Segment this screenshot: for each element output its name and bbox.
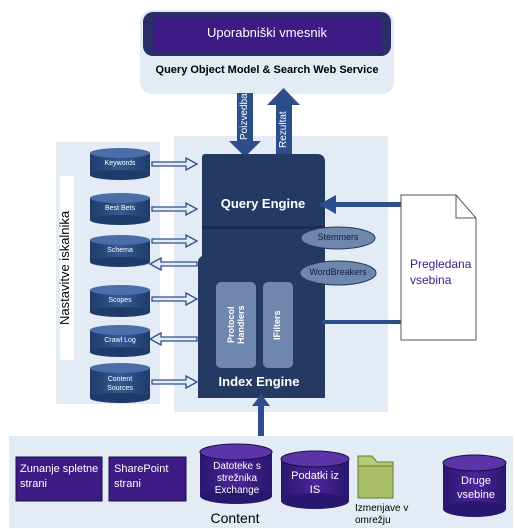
source-box-1 xyxy=(15,456,103,502)
admin-cylinders xyxy=(90,148,150,403)
source-label-6: Druge vsebine xyxy=(457,475,495,501)
ui-label: Uporabniški vmesnik xyxy=(207,25,327,40)
service-label: Query Object Model & Search Web Service xyxy=(155,64,379,76)
source-box-2 xyxy=(108,456,187,502)
crawled-label: Pregledana vsebina xyxy=(410,257,472,287)
wordbreakers-label: WordBreakers xyxy=(309,267,367,277)
query-arrow-label: Poizvedba xyxy=(239,93,250,140)
protocol-handlers-box xyxy=(216,282,256,368)
source-folder-5 xyxy=(357,455,394,499)
store-crawllog-label: Crawl Log xyxy=(104,337,136,344)
stemmers-ellipse xyxy=(300,226,376,250)
store-schema-label: Schema xyxy=(107,247,133,254)
source-label-4: Podatki iz IS xyxy=(291,470,339,496)
store-contentsources-label: Content Sources xyxy=(107,376,133,392)
crawled-document xyxy=(400,194,477,341)
content-to-index-arrow xyxy=(252,394,270,444)
query-engine-label: Query Engine xyxy=(220,196,306,211)
source-cylinder-4 xyxy=(280,450,350,509)
store-keywords-label: Keywords xyxy=(104,160,136,167)
index-engine-label: Index Engine xyxy=(218,374,300,389)
source-label-3: Datoteke s strežnika Exchange xyxy=(213,461,261,496)
ui-inner xyxy=(153,17,381,51)
protocol-handlers-label: Protocol Handlers xyxy=(226,305,246,345)
source-cylinder-6 xyxy=(442,454,507,517)
ifilters-box xyxy=(263,282,293,368)
ifilters-label: IFilters xyxy=(272,310,282,340)
source-label-5: Izmenjave v omrežju xyxy=(355,503,409,526)
query-arrow xyxy=(229,93,261,157)
stemmers-label: Stemmers xyxy=(317,232,359,242)
wordbreakers-ellipse xyxy=(299,260,377,286)
ui-box: Uporabniški vmesnik xyxy=(143,12,391,56)
crawled-to-query-arrow xyxy=(319,195,418,214)
source-label-2: SharePoint strani xyxy=(114,463,169,490)
admin-title-strip xyxy=(60,176,74,360)
result-arrow-label: Rezultat xyxy=(278,111,289,149)
store-scopes-label: Scopes xyxy=(108,297,132,304)
cylinder-arrows xyxy=(148,156,199,390)
content-title: Content xyxy=(210,510,260,526)
result-arrow xyxy=(267,88,300,155)
source-label-1: Zunanje spletne strani xyxy=(20,463,99,490)
store-bestbets-label: Best Bets xyxy=(105,205,135,212)
source-cylinder-3 xyxy=(199,443,273,504)
